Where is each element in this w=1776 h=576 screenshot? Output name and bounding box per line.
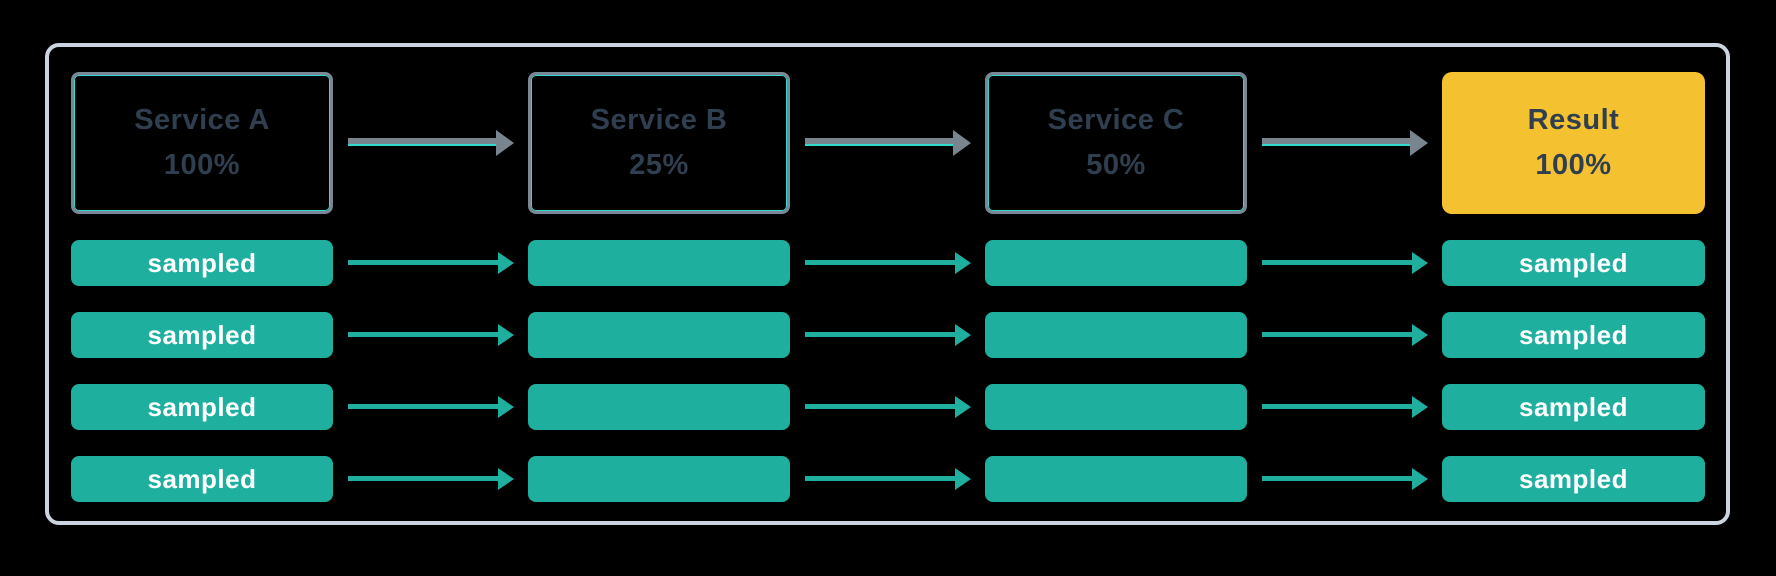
trace-arrow-icon [333,240,528,286]
service-a-label: Service A [134,104,270,136]
result-box: Result 100% [1442,72,1705,214]
trace-arrow-icon [1247,240,1442,286]
result-rate: 100% [1535,149,1612,181]
trace-bar [985,456,1247,502]
service-a-rate: 100% [163,149,241,181]
trace-bar [528,240,790,286]
trace-arrow-icon [1247,312,1442,358]
trace-arrow-icon [790,240,985,286]
trace-bar-sampled: sampled [1442,384,1705,430]
trace-bar-sampled: sampled [71,456,333,502]
service-c-rate: 50% [1086,149,1146,181]
result-label: Result [1527,104,1620,136]
flow-arrow-icon [1247,72,1442,214]
trace-bar [985,240,1247,286]
trace-bar [985,384,1247,430]
trace-bar [528,384,790,430]
trace-arrow-icon [1247,384,1442,430]
trace-bar [985,312,1247,358]
trace-bar-sampled: sampled [71,312,333,358]
trace-bar-sampled: sampled [71,240,333,286]
trace-bar-label: sampled [1519,247,1628,278]
trace-bar [528,456,790,502]
sampling-flow-panel: Service A 100% Service B 25% Service C 5… [45,43,1730,525]
trace-bar-sampled: sampled [1442,312,1705,358]
trace-bar-sampled: sampled [1442,240,1705,286]
trace-bar-sampled: sampled [1442,456,1705,502]
trace-bar-label: sampled [147,391,257,422]
service-b-box: Service B 25% [528,72,790,214]
trace-arrow-icon [790,312,985,358]
service-a-box: Service A 100% [71,72,333,214]
trace-bar-label: sampled [147,463,257,494]
trace-bar-label: sampled [1519,463,1628,494]
trace-bar-label: sampled [1519,391,1628,422]
trace-bar-sampled: sampled [71,384,333,430]
service-c-label: Service C [1047,104,1185,136]
trace-bar [528,312,790,358]
trace-bar-label: sampled [147,319,257,350]
trace-bar-label: sampled [147,247,257,278]
flow-arrow-icon [790,72,985,214]
trace-arrow-icon [790,456,985,502]
trace-arrow-icon [333,312,528,358]
trace-arrow-icon [333,384,528,430]
flow-arrow-icon [333,72,528,214]
service-b-rate: 25% [629,149,689,181]
trace-bar-label: sampled [1519,319,1628,350]
service-b-label: Service B [590,104,728,136]
trace-arrow-icon [1247,456,1442,502]
service-c-box: Service C 50% [985,72,1247,214]
trace-arrow-icon [333,456,528,502]
trace-arrow-icon [790,384,985,430]
